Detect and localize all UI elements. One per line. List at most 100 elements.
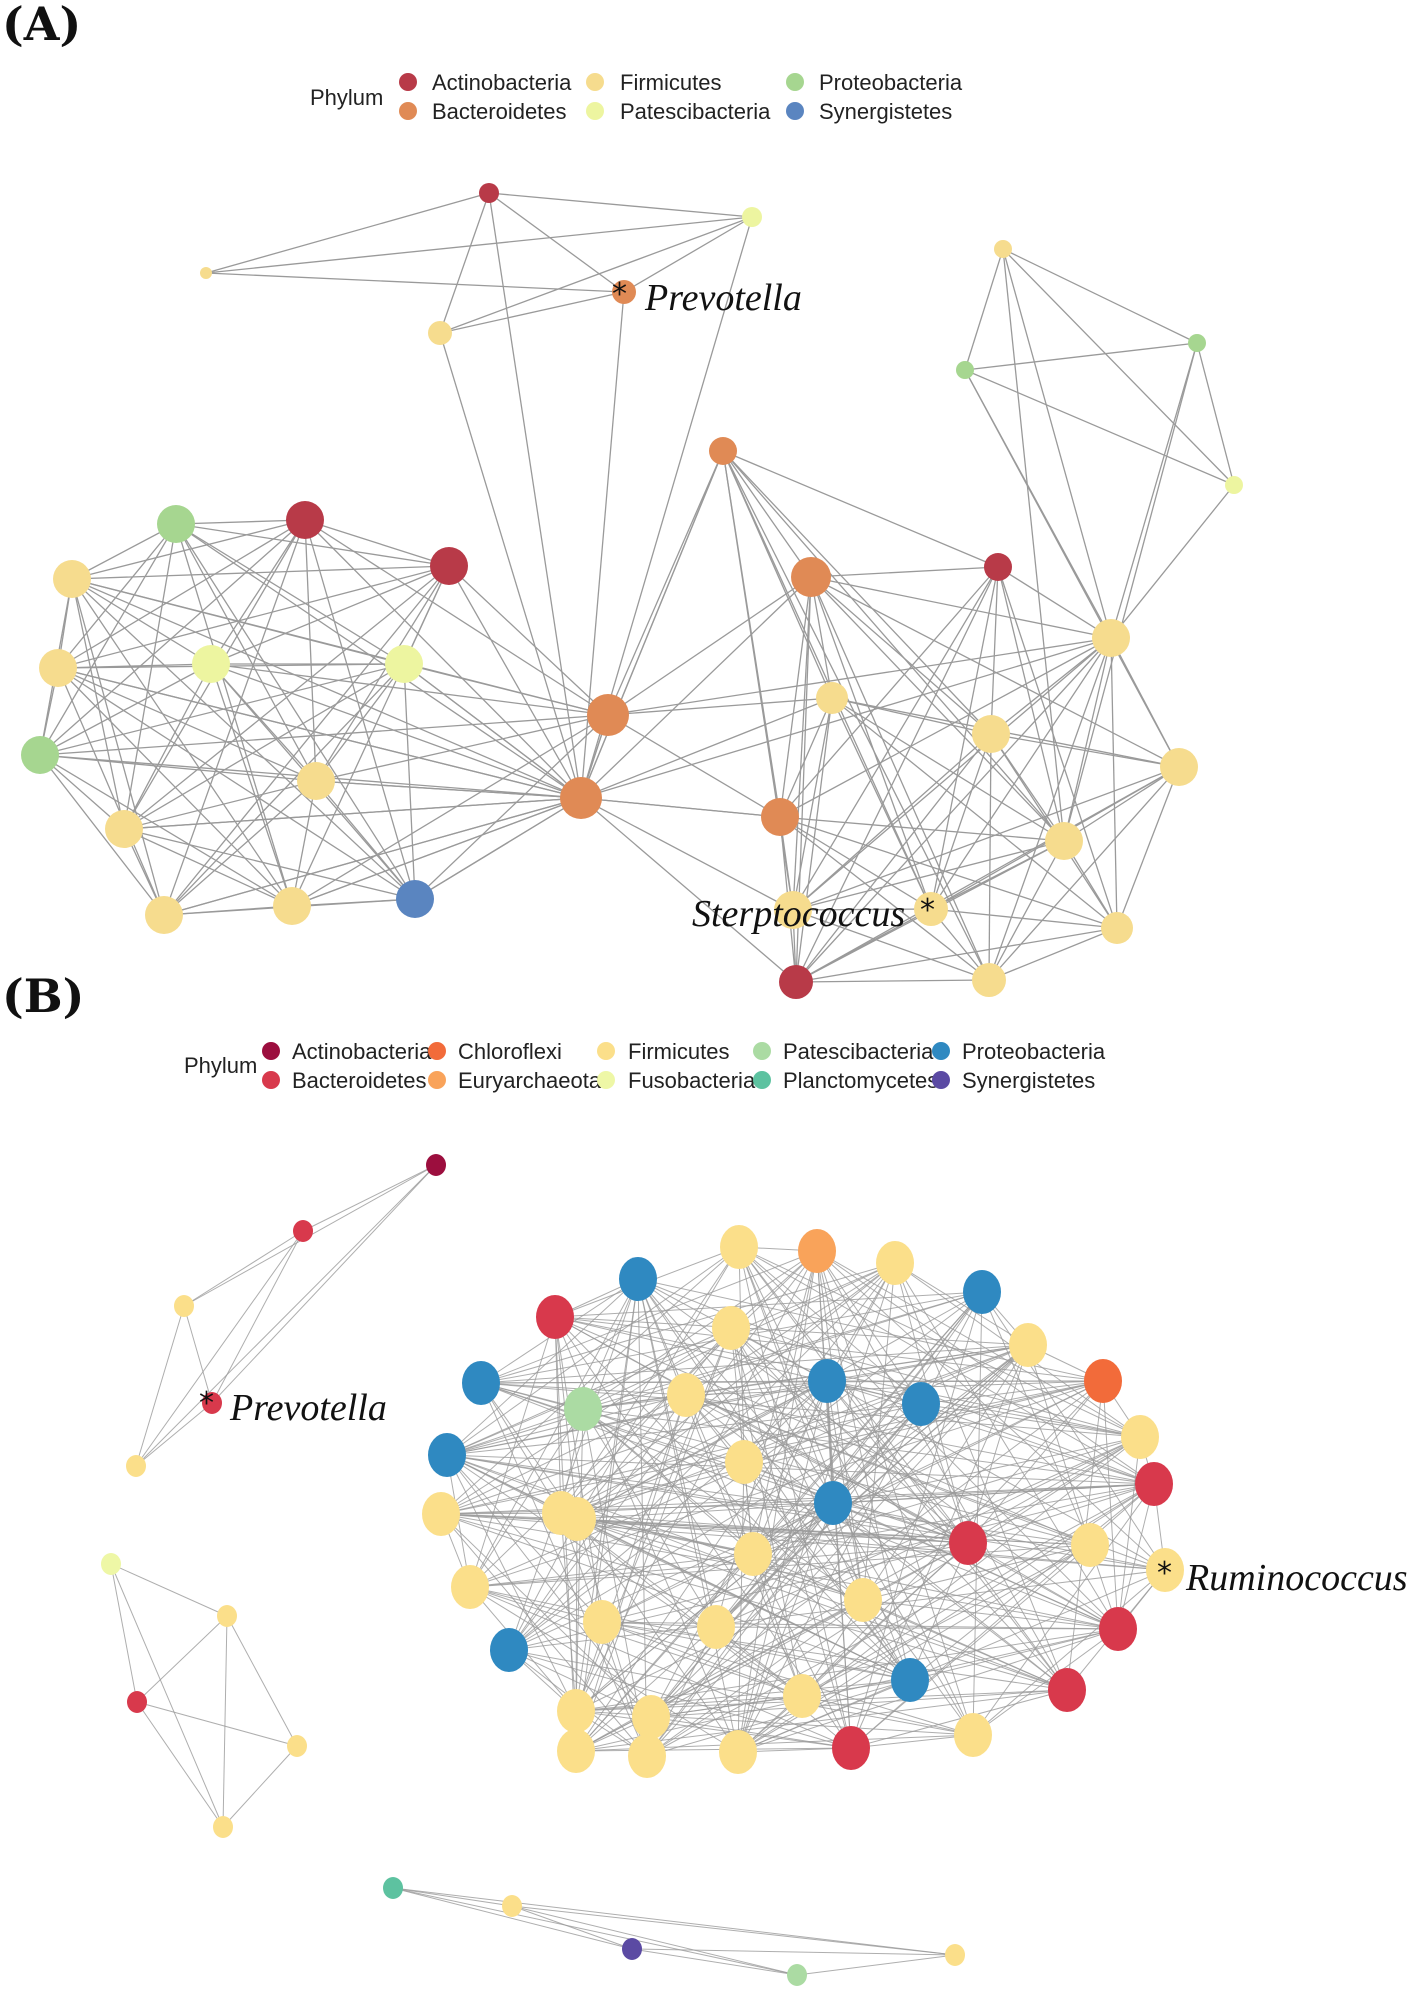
legend-b-label-firmicutes: Firmicutes — [628, 1039, 729, 1064]
node-b — [844, 1578, 882, 1622]
edge-a — [163, 797, 582, 916]
node-a — [53, 560, 91, 598]
edge-b — [816, 1250, 922, 1405]
edge-b — [110, 1563, 228, 1617]
edge-a — [163, 565, 450, 916]
edge-b — [752, 1380, 828, 1555]
node-b — [564, 1387, 602, 1431]
edge-a — [795, 979, 990, 983]
node-a — [1160, 748, 1198, 786]
node-b — [287, 1735, 307, 1757]
node-b — [902, 1382, 940, 1426]
edge-b — [801, 1483, 1155, 1697]
edge-b — [646, 1679, 911, 1757]
edge-b — [1102, 1380, 1119, 1630]
edge-b — [446, 1403, 922, 1456]
legend-a-label-patescibacteria: Patescibacteria — [620, 99, 771, 124]
legend-b-swatch-planctomycetes — [753, 1071, 771, 1089]
edge-a — [930, 733, 992, 910]
edge-b — [446, 1380, 828, 1456]
edge-b — [601, 1621, 803, 1697]
edge-b — [480, 1250, 818, 1384]
legend-b-swatch-actinobacteria — [262, 1042, 280, 1060]
edge-b — [832, 1502, 1166, 1571]
edge-b — [801, 1544, 1091, 1697]
edge-a — [1002, 248, 1065, 842]
node-b — [891, 1658, 929, 1702]
edge-b — [816, 1250, 864, 1601]
edge-a — [964, 369, 1235, 486]
edge-b — [650, 1695, 803, 1718]
edge-a — [779, 816, 1118, 929]
edge-a — [57, 667, 317, 782]
edge-b — [511, 1905, 798, 1976]
edge-a — [71, 578, 405, 665]
edge-b — [601, 1621, 911, 1681]
edge-b — [575, 1394, 687, 1712]
ruminococcus-label: Ruminococcus — [1185, 1557, 1408, 1599]
node-a — [396, 880, 434, 918]
edge-a — [123, 780, 317, 830]
edge-a — [779, 816, 990, 981]
edge-b — [575, 1436, 1141, 1712]
node-b — [814, 1481, 852, 1525]
edge-a — [71, 578, 212, 665]
edge-b — [920, 1403, 969, 1544]
legend-b-swatch-chloroflexi — [428, 1042, 446, 1060]
edge-a — [792, 566, 999, 911]
edge-a — [414, 797, 582, 900]
edge-a — [580, 797, 794, 911]
edge-b — [575, 1344, 1029, 1752]
edge-a — [831, 697, 1065, 842]
edge-b — [582, 1344, 1029, 1410]
edge-b — [832, 1436, 1141, 1504]
edge-a — [988, 840, 1065, 981]
edge-a — [990, 637, 1112, 735]
edge-b — [816, 1250, 1068, 1691]
edge-a — [810, 576, 1180, 768]
edge-a — [580, 450, 724, 799]
edge-b — [576, 1291, 983, 1520]
node-a — [779, 965, 813, 999]
edge-b — [135, 1402, 213, 1467]
node-b — [963, 1270, 1001, 1314]
edge-a — [779, 576, 812, 818]
node-a — [430, 547, 468, 585]
legend-a-label-bacteroidetes: Bacteroidetes — [432, 99, 567, 124]
edge-a — [722, 450, 932, 910]
node-b — [502, 1895, 522, 1917]
edge-b — [909, 1483, 1155, 1681]
edge-a — [722, 450, 999, 568]
edge-b — [508, 1649, 974, 1736]
edge-b — [560, 1327, 732, 1514]
edge-a — [779, 816, 1065, 842]
edge-b — [392, 1887, 633, 1950]
edge-a — [795, 733, 992, 983]
edge-a — [792, 840, 1065, 911]
edge-b — [909, 1542, 969, 1681]
edge-b — [737, 1628, 1119, 1753]
edge-a — [439, 332, 582, 799]
edge-a — [175, 523, 416, 900]
edge-a — [792, 766, 1180, 911]
edge-a — [795, 637, 1112, 983]
edge-a — [488, 192, 582, 799]
node-b — [557, 1689, 595, 1733]
edge-a — [580, 797, 781, 818]
edge-b — [226, 1615, 298, 1747]
node-b — [213, 1816, 233, 1838]
edge-a — [175, 523, 582, 799]
edge-b — [1027, 1344, 1091, 1546]
edge-a — [39, 663, 212, 756]
node-a — [385, 645, 423, 683]
edge-b — [508, 1569, 1166, 1651]
edge-b — [715, 1626, 1119, 1630]
node-b — [426, 1154, 446, 1176]
edge-a — [580, 697, 833, 799]
edge-a — [831, 697, 932, 910]
node-a — [914, 892, 948, 926]
edge-a — [988, 927, 1118, 981]
edge-a — [831, 697, 992, 735]
edge-a — [71, 578, 125, 830]
